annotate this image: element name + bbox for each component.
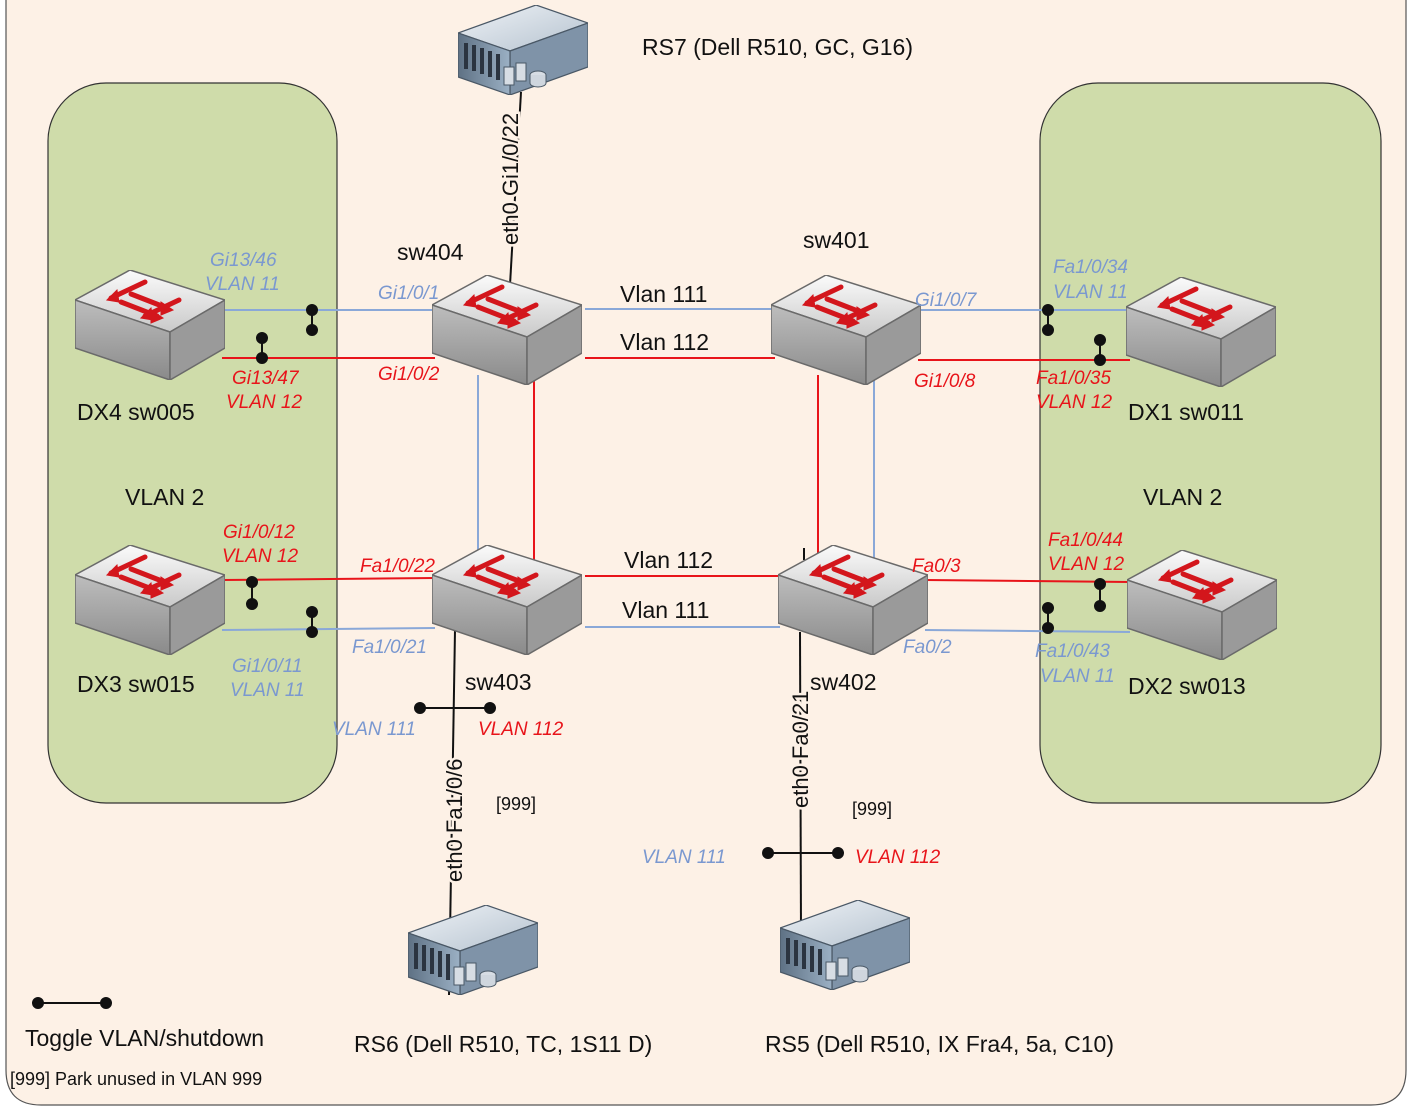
dx2-port-fa1-0-43: Fa1/0/43 [1035,641,1110,662]
dx4-port-vlan12: VLAN 12 [226,392,302,413]
toggle-dot[interactable] [1042,304,1054,316]
rs6-vlan-right: VLAN 112 [478,719,564,740]
toggle-dot[interactable] [762,847,774,859]
rs7-label: RS7 (Dell R510, GC, G16) [642,34,913,60]
rs6-label: RS6 (Dell R510, TC, 1S11 D) [354,1031,652,1057]
right-zone-label: VLAN 2 [1143,484,1222,510]
sw401-port-gi1-0-7: Gi1/0/7 [915,290,978,311]
rs6-park-label: [999] [496,794,536,814]
dx3-label: DX3 sw015 [77,671,195,697]
rs5-link-label: eth0 Fa0/21 [788,691,813,808]
dx1-label: DX1 sw011 [1128,399,1244,425]
toggle-dot[interactable] [306,606,318,618]
dx3-port-vlan12: VLAN 12 [222,546,298,567]
rs5-park-label: [999] [852,799,892,819]
toggle-dot[interactable] [256,352,268,364]
vlan-zone-right [1039,82,1382,804]
vlan112-bottom-label: Vlan 112 [624,547,713,573]
sw401-label: sw401 [803,227,869,253]
toggle-dot[interactable] [256,332,268,344]
vlan112-top-label: Vlan 112 [620,329,709,355]
dx4-port-gi13-47: Gi13/47 [232,368,300,389]
dx2-port-vlan12: VLAN 12 [1048,554,1124,575]
dx3-port-gi1-0-12: Gi1/0/12 [223,522,295,543]
toggle-dot[interactable] [100,997,112,1009]
dx2-port-vlan11: VLAN 11 [1040,666,1115,687]
toggle-dot[interactable] [1042,324,1054,336]
rs6-link-label: eth0 Fa1/0/6 [442,758,467,882]
dx4-port-gi13-46: Gi13/46 [210,250,277,271]
legend-toggle-label: Toggle VLAN/shutdown [25,1025,264,1051]
dx1-port-fa1-0-34: Fa1/0/34 [1053,257,1128,278]
toggle-dot[interactable] [1094,334,1106,346]
sw403-label: sw403 [465,669,531,695]
rs5-vlan-right: VLAN 112 [855,847,941,868]
toggle-dot[interactable] [246,576,258,588]
sw402-label: sw402 [810,669,876,695]
dx4-label: DX4 sw005 [77,399,195,425]
dx3-blue-link [221,627,436,631]
sw402-port-fa0-3: Fa0/3 [912,556,961,577]
dx3-port-gi1-0-11: Gi1/0/11 [232,656,302,677]
dx2-blue-link [924,629,1131,633]
toggle-dot[interactable] [1094,578,1106,590]
dx1-port-fa1-0-35: Fa1/0/35 [1036,368,1111,389]
rs5-vlan-left: VLAN 111 [642,847,726,868]
toggle-dot[interactable] [1042,602,1054,614]
toggle-dot[interactable] [1094,354,1106,366]
rs7-link-label: eth0 Gi1/0/22 [498,113,523,245]
dx2-port-fa1-0-44: Fa1/0/44 [1048,530,1123,551]
dx1-port-vlan11: VLAN 11 [1053,282,1128,303]
rs7-uplink [509,91,522,286]
toggle-dot[interactable] [306,324,318,336]
dx4-port-vlan11: VLAN 11 [205,274,280,295]
toggle-dot[interactable] [306,304,318,316]
dx1-port-vlan12: VLAN 12 [1036,392,1112,413]
sw404-label: sw404 [397,239,464,265]
toggle-dot[interactable] [1042,622,1054,634]
sw404-port-gi1-0-2: Gi1/0/2 [378,364,440,385]
sw404-port-gi1-0-1: Gi1/0/1 [378,283,439,304]
vlan111-bottom-label: Vlan 111 [622,597,709,623]
dx2-label: DX2 sw013 [1128,673,1246,699]
rs5-uplink [799,631,802,937]
sw401-port-gi1-0-8: Gi1/0/8 [914,371,976,392]
toggle-dot[interactable] [414,702,426,714]
toggle-dot[interactable] [1094,600,1106,612]
rs6-vlan-left: VLAN 111 [332,719,416,740]
sw402-port-fa0-2: Fa0/2 [903,637,952,658]
toggle-dot[interactable] [306,626,318,638]
sw403-port-fa1-0-22: Fa1/0/22 [360,556,435,577]
legend-park-label: [999] Park unused in VLAN 999 [10,1069,262,1089]
dx3-port-vlan11: VLAN 11 [230,680,305,701]
rs5-label: RS5 (Dell R510, IX Fra4, 5a, C10) [765,1031,1114,1057]
toggle-dot[interactable] [32,997,44,1009]
vlan111-top-label: Vlan 111 [620,281,707,307]
left-zone-label: VLAN 2 [125,484,204,510]
toggle-dot[interactable] [484,702,496,714]
toggle-dot[interactable] [832,847,844,859]
sw403-port-fa1-0-21: Fa1/0/21 [352,637,427,658]
toggle-dot[interactable] [246,598,258,610]
